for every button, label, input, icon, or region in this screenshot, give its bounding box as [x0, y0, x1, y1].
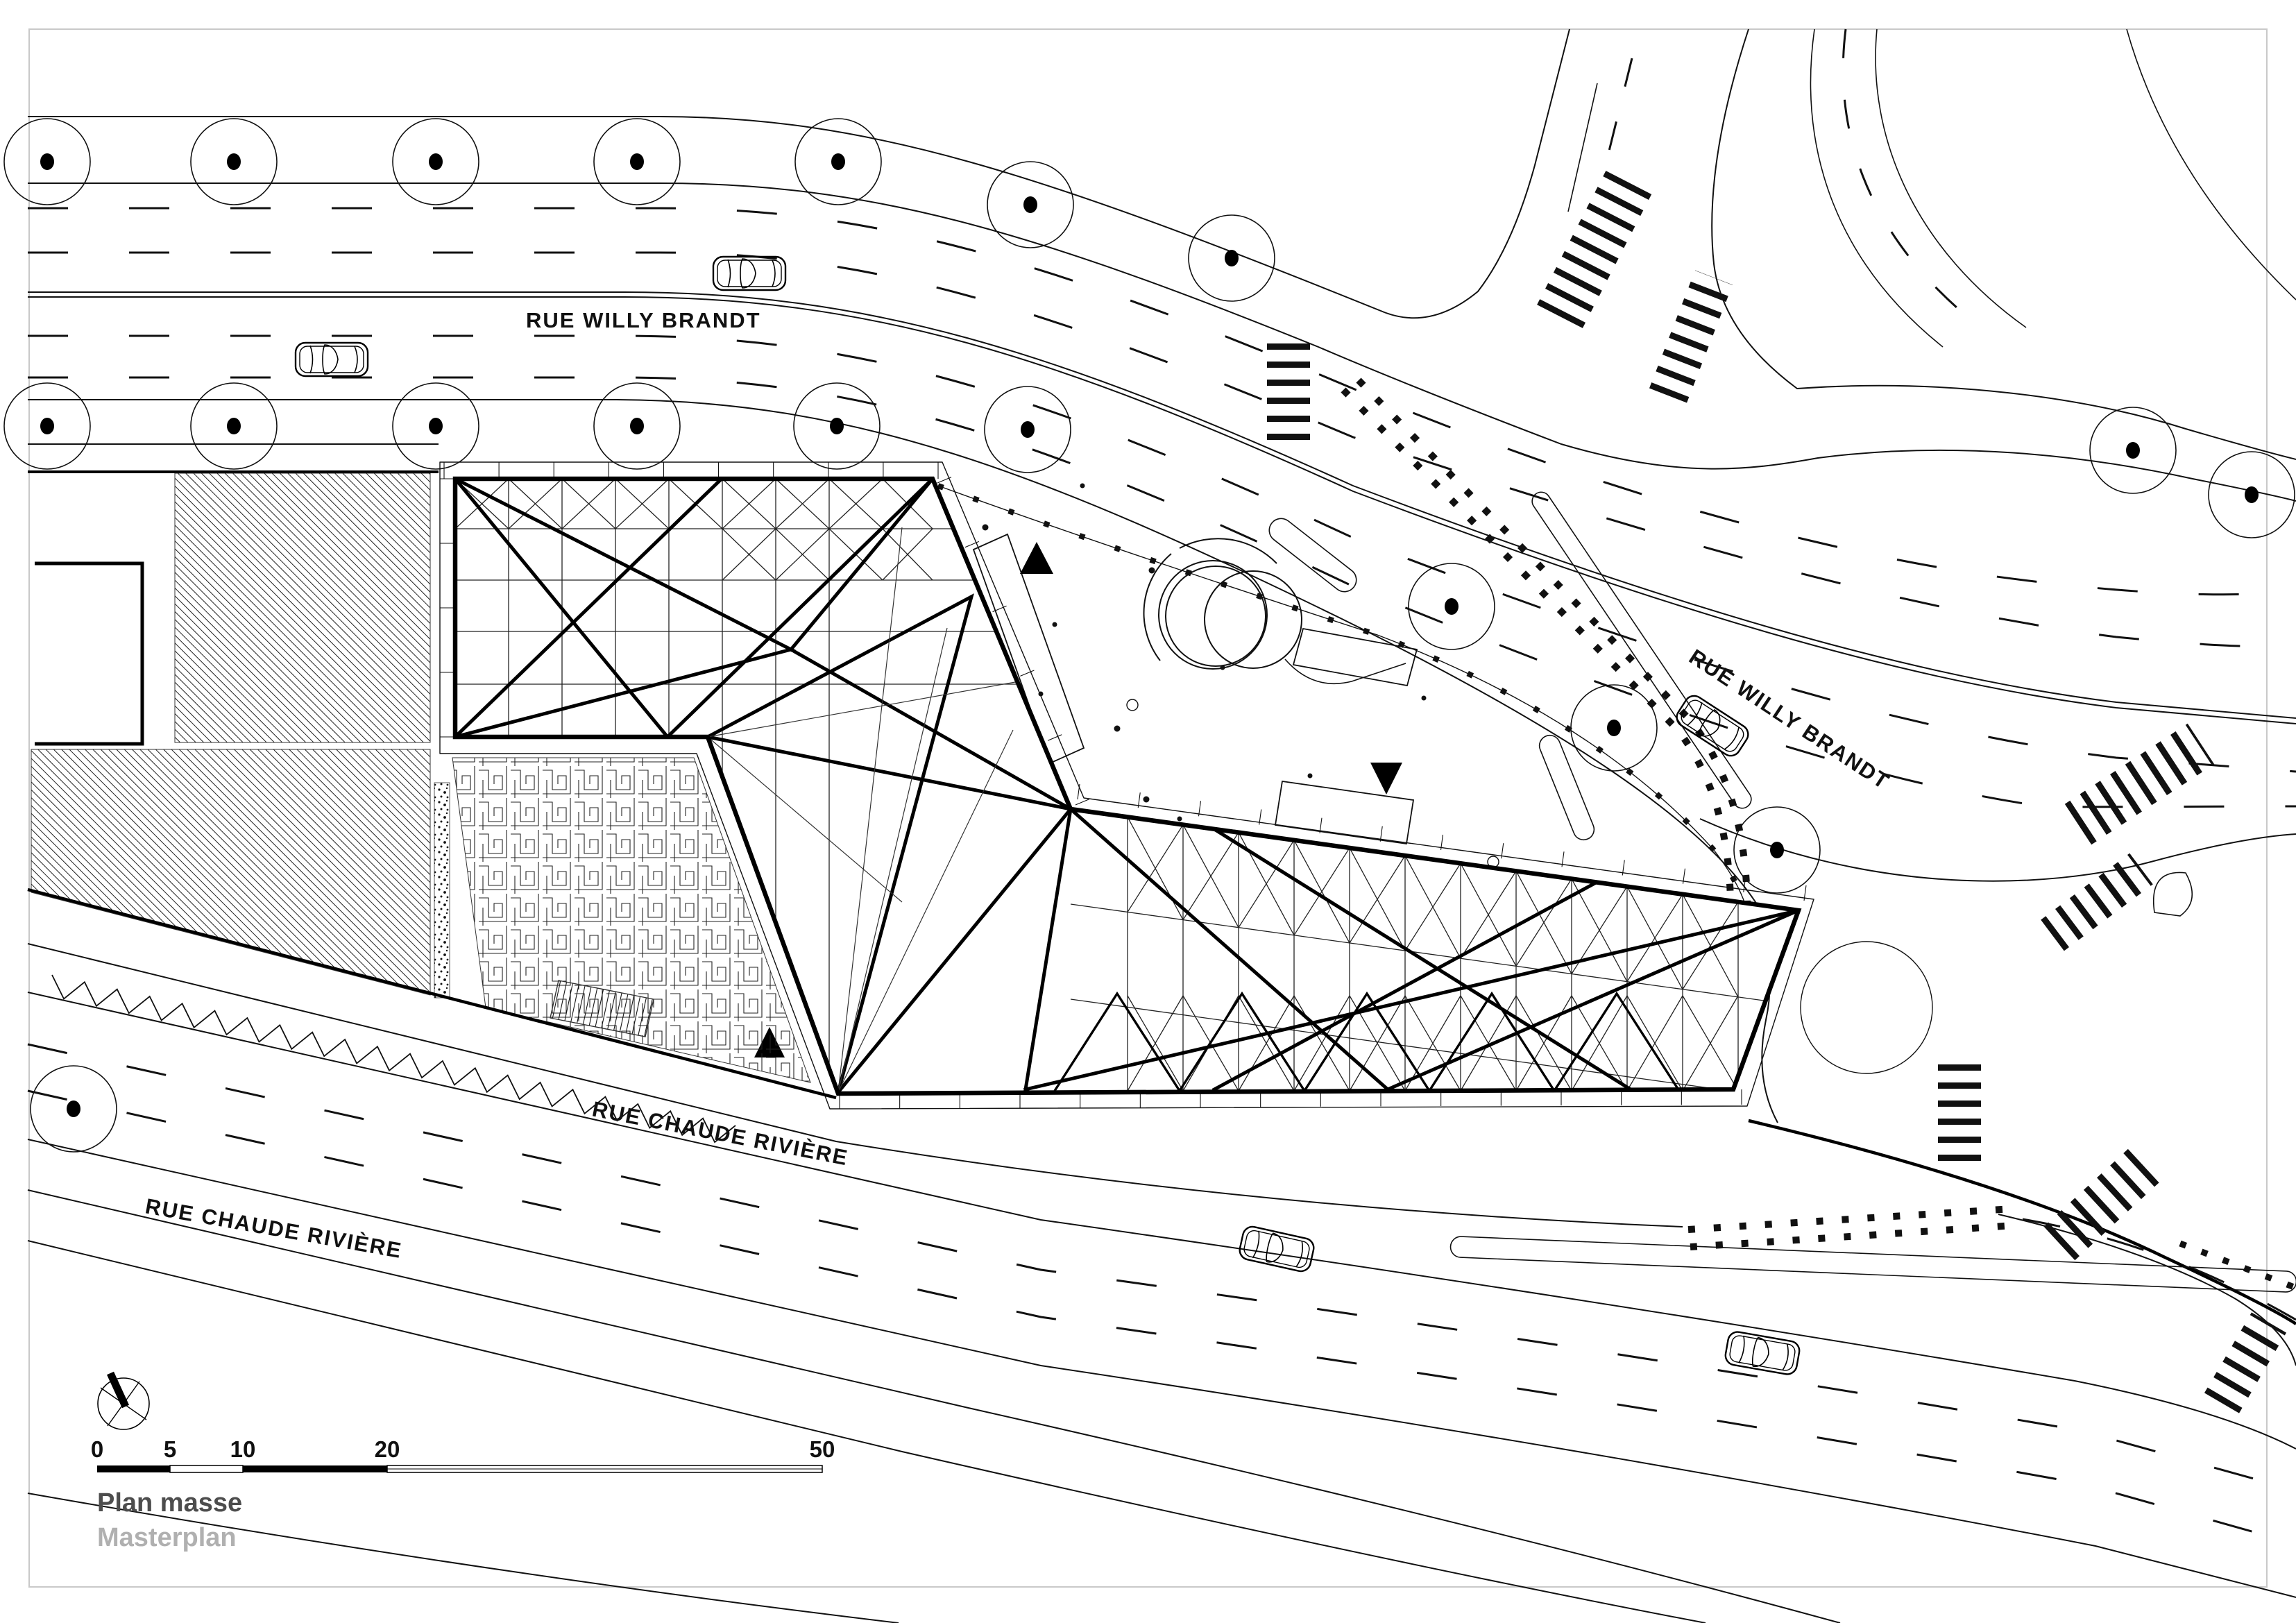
building-outline [452, 476, 1802, 1096]
crosswalk [2043, 1143, 2166, 1261]
lane-dash [27, 1089, 2296, 1545]
gravel-strip [434, 782, 450, 999]
label-rue-willy-brandt-east: RUE WILLY BRANDT [1685, 645, 1894, 794]
garden-hatch-upper [174, 473, 431, 743]
title-block: 0 5 10 20 50 Plan masse Masterplan [91, 1371, 835, 1552]
page-frame [28, 28, 2268, 1588]
roof-chevrons [1053, 991, 1681, 1094]
road-edge [27, 1139, 2296, 1598]
stepped-wall-zigzag [51, 974, 736, 1144]
dotted-boundary [2179, 1240, 2296, 1291]
site-boundary [1748, 1119, 2296, 1325]
lane-dash [28, 334, 2296, 773]
scale-tick-20: 20 [375, 1436, 400, 1462]
plaza-bench [1274, 780, 1415, 845]
existing-building [35, 561, 144, 746]
paving-joint-ticks [440, 462, 1807, 1109]
road-rue-chaude-riviere [27, 723, 2296, 1623]
garden-hatch-east [452, 757, 811, 1083]
label-rue-willy-brandt-top: RUE WILLY BRANDT [526, 308, 761, 332]
dotted-boundary [1356, 377, 1751, 924]
garden-hatch-lower [31, 749, 431, 996]
entrance-triangle-marker [1370, 763, 1402, 794]
garden-stairs [550, 980, 654, 1037]
scale-tick-10: 10 [230, 1436, 256, 1462]
dotted-boundary [1341, 387, 1735, 924]
branch-road-dash [1842, 28, 1980, 328]
crosswalk [2204, 1312, 2287, 1413]
branch-road-edge [1810, 28, 1944, 348]
site-boundary [27, 887, 837, 1100]
label-rue-chaude-riviere-upper: RUE CHAUDE RIVIÈRE [590, 1097, 851, 1171]
building [439, 461, 1814, 1110]
road-edge-southeast [1699, 818, 2296, 882]
crosswalk [1649, 270, 1733, 403]
median-island [1449, 1236, 2296, 1293]
lane-dash [27, 1043, 2296, 1492]
north-arrow-icon [97, 1371, 150, 1430]
road-edge [27, 943, 1683, 1227]
gardens [28, 470, 811, 1083]
road-edge [28, 28, 1570, 319]
label-rue-chaude-riviere-lower: RUE CHAUDE RIVIÈRE [144, 1193, 405, 1263]
lawn-circle [1800, 941, 1933, 1074]
corner-road-edge [2126, 28, 2296, 300]
roof-fan-thin [707, 527, 1028, 1093]
road-rue-willy-brandt [28, 28, 2296, 1123]
scale-tick-5: 5 [164, 1436, 176, 1462]
branch-road-edge [1875, 28, 2027, 328]
building-footprint [455, 479, 1798, 1094]
road-edge [27, 1189, 1841, 1623]
scale-tick-0: 0 [91, 1436, 103, 1462]
road-edge [27, 992, 2296, 1450]
branch-road-dash [1600, 58, 1633, 182]
scale-bar: 0 5 10 20 50 [91, 1436, 835, 1473]
entrance-triangle-marker [1020, 542, 1053, 574]
road-edge [27, 1240, 1706, 1623]
dotted-boundary [1690, 1222, 2014, 1250]
branch-road-median [1567, 83, 1598, 212]
plaza [754, 377, 2296, 1321]
crosswalk [2041, 853, 2153, 951]
plaza-ramp [972, 533, 1085, 765]
bollard-dots [937, 483, 1751, 925]
road-edge-outer-east [1711, 28, 2296, 460]
d-island [2153, 872, 2193, 917]
spiral-feature [1143, 538, 1418, 687]
traffic-island [1268, 491, 1752, 841]
paving-band-edge [439, 461, 1814, 1110]
road-edge-south [28, 399, 1778, 1123]
scale-tick-50: 50 [810, 1436, 835, 1462]
lane-dash [28, 207, 2296, 596]
drawing-title-fr: Plan masse [97, 1488, 242, 1518]
road-edge [27, 1493, 899, 1623]
road-centerline [28, 296, 2296, 724]
crosswalk [2064, 723, 2215, 845]
road-edge [1998, 1214, 2296, 1366]
dotted-boundary [1687, 1205, 2013, 1233]
road-centerline [28, 291, 2296, 719]
crosswalk [1537, 162, 1656, 328]
drawing-title-en: Masterplan [97, 1523, 237, 1552]
